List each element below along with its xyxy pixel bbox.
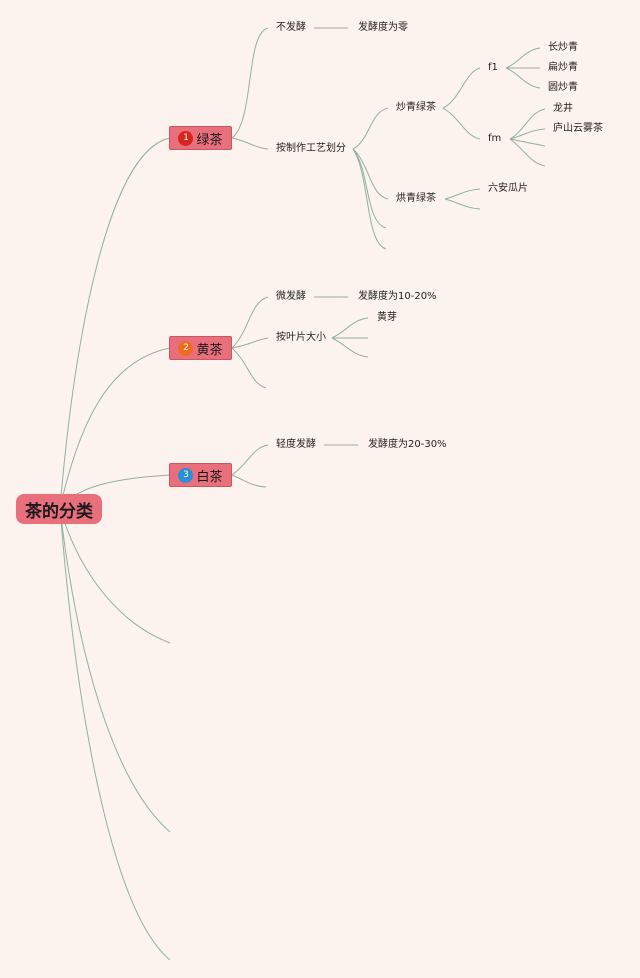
root-topic-label: 茶的分类: [25, 501, 93, 522]
edge-yellow-leaf: [231, 337, 269, 349]
topic-long-chaoqing[interactable]: 长炒青: [548, 42, 578, 53]
edge-process-chao: [352, 107, 389, 150]
topic-fermentation-10-20[interactable]: 发酵度为10-20%: [358, 291, 437, 302]
topic-round-chaoqing[interactable]: 圆炒青: [548, 82, 578, 93]
edge-root-empty-1: [59, 507, 171, 644]
topic-luan-guapian[interactable]: 六安瓜片: [488, 183, 528, 194]
edge-white-empty: [231, 474, 267, 488]
edge-f1-c: [505, 67, 541, 89]
edge-white-light: [231, 444, 269, 476]
topic-yellow-tea[interactable]: 2 黄茶: [169, 336, 232, 360]
topic-by-process[interactable]: 按制作工艺划分: [276, 143, 346, 154]
edge-fm-a: [509, 108, 546, 140]
edge-yellow-micro: [231, 296, 269, 349]
topic-micro-fermentation[interactable]: 微发酵: [276, 291, 306, 302]
root-topic-node[interactable]: 茶的分类: [16, 494, 102, 524]
edge-root-green: [59, 137, 171, 509]
edge-leaf-c: [331, 337, 369, 358]
edge-process-hong: [352, 148, 389, 200]
topic-fermentation-zero[interactable]: 发酵度为零: [358, 22, 408, 33]
edge-yellow-empty: [231, 347, 267, 389]
topic-f1[interactable]: f1: [488, 62, 498, 73]
edge-chao-f1: [442, 67, 481, 109]
topic-baked-green[interactable]: 烘青绿茶: [396, 193, 436, 204]
edge-green-nofer: [231, 27, 269, 139]
priority-2-icon: 2: [178, 340, 194, 356]
edge-hong-a: [444, 188, 481, 200]
priority-1-icon: 1: [178, 130, 194, 146]
edge-root-empty-2: [59, 507, 171, 833]
edge-hong-b: [444, 198, 481, 210]
edge-chao-fm: [442, 107, 481, 140]
topic-fermentation-20-30[interactable]: 发酵度为20-30%: [368, 439, 447, 450]
topic-yellow-bud[interactable]: 黄芽: [377, 312, 397, 323]
topic-by-leaf-size[interactable]: 按叶片大小: [276, 332, 326, 343]
edge-root-yellow: [59, 347, 171, 509]
edge-root-empty-3: [59, 507, 171, 961]
topic-longjing[interactable]: 龙井: [553, 103, 573, 114]
edge-fm-c: [509, 138, 546, 147]
topic-light-fermentation[interactable]: 轻度发酵: [276, 439, 316, 450]
topic-fm[interactable]: fm: [488, 133, 502, 144]
topic-yellow-tea-label: 黄茶: [196, 342, 223, 358]
topic-flat-chaoqing[interactable]: 扁炒青: [548, 62, 578, 73]
priority-3-icon: 3: [178, 467, 194, 483]
edge-green-process: [231, 137, 269, 150]
topic-green-tea-label: 绿茶: [196, 132, 223, 148]
topic-green-tea[interactable]: 1 绿茶: [169, 126, 232, 150]
edge-f1-a: [505, 47, 541, 69]
edge-process-empty-2: [352, 148, 387, 250]
edge-process-empty-1: [352, 148, 387, 229]
topic-white-tea[interactable]: 3 白茶: [169, 463, 232, 487]
edge-leaf-a: [331, 317, 369, 339]
edge-fm-d: [509, 138, 546, 167]
topic-lushan-yunwu[interactable]: 庐山云雾茶: [553, 123, 603, 134]
topic-white-tea-label: 白茶: [196, 469, 223, 485]
topic-no-fermentation[interactable]: 不发酵: [276, 22, 306, 33]
edge-fm-b: [509, 128, 546, 140]
topic-pan-fried-green[interactable]: 炒青绿茶: [396, 102, 436, 113]
